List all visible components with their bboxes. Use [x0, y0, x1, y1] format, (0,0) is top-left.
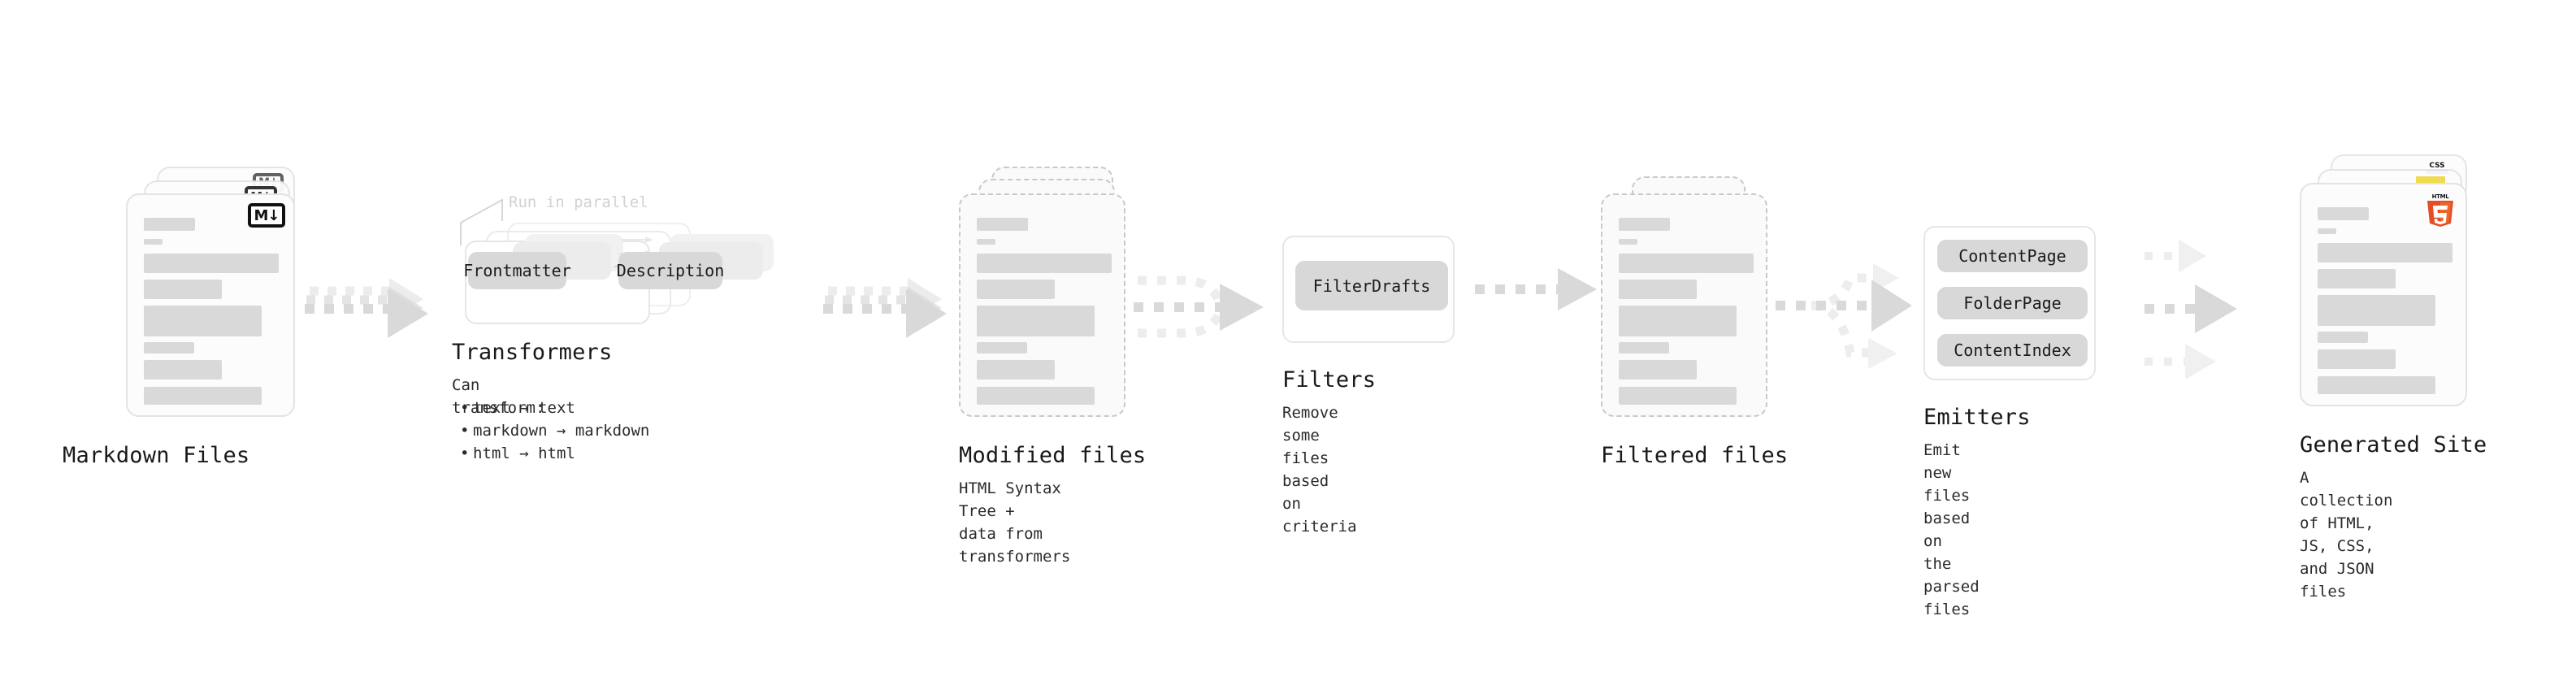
transformer-bullet: markdown → markdown [458, 419, 649, 442]
skeleton-bar [144, 254, 279, 273]
run-in-parallel-label: Run in parallel [509, 193, 648, 211]
skeleton-bar [977, 280, 1055, 299]
transformer-bullet: html → html [458, 442, 649, 465]
skeleton-bar [977, 342, 1027, 354]
stage-title-generated-site: Generated Site [2300, 432, 2487, 458]
transformer-bullet-list: text → text markdown → markdown html → h… [458, 397, 649, 465]
arrow-modified-to-filters [1134, 248, 1272, 378]
skeleton-bar [977, 254, 1112, 273]
run-in-parallel-bracket [460, 198, 503, 245]
pill-frontmatter[interactable]: Frontmatter [463, 252, 571, 289]
stage-desc-generated-site: A collection of HTML, JS, CSS, and JSON … [2300, 469, 2393, 601]
skeleton-bar [977, 239, 995, 245]
skeleton-bar [977, 306, 1095, 336]
pill-description[interactable]: Description [617, 252, 724, 289]
skeleton-bar [144, 239, 163, 245]
skeleton-bar [1619, 306, 1737, 336]
stage-title-emitters: Emitters [1923, 405, 2031, 430]
skeleton-bar [2318, 332, 2368, 343]
arrow-filtered-to-emitters [1776, 228, 1926, 386]
skeleton-bar [144, 387, 262, 405]
skeleton-bar [2318, 376, 2435, 394]
skeleton-bar [2318, 269, 2396, 288]
skeleton-bar [2318, 295, 2435, 326]
skeleton-bar [144, 280, 222, 299]
pill-contentpage[interactable]: ContentPage [1937, 240, 2088, 272]
pill-filterdrafts[interactable]: FilterDrafts [1295, 261, 1448, 310]
skeleton-bar [977, 360, 1055, 380]
arrow-markdown-to-transformers [305, 268, 435, 341]
arrow-transformers-to-modified [823, 268, 953, 341]
skeleton-bar [1619, 239, 1637, 245]
html5-icon: HTML [2425, 191, 2456, 227]
skeleton-bar [144, 306, 262, 336]
skeleton-bar [2318, 228, 2336, 234]
filtered-card-front [1601, 193, 1767, 417]
skeleton-bar [1619, 218, 1670, 231]
transformer-bullet: text → text [458, 397, 649, 419]
stage-title-filters: Filters [1282, 367, 1377, 393]
arrow-emitters-to-site [2141, 228, 2296, 386]
stage-desc-modified-files: HTML Syntax Tree + data from transformer… [959, 479, 1071, 566]
skeleton-bar [1619, 360, 1697, 380]
emitters-group: ContentPage FolderPage ContentIndex [1923, 226, 2096, 380]
pill-contentindex[interactable]: ContentIndex [1937, 334, 2088, 367]
skeleton-bar [2318, 207, 2369, 220]
stage-title-transformers: Transformers [452, 340, 613, 365]
stage-title-modified-files: Modified files [959, 443, 1147, 468]
svg-text:HTML: HTML [2432, 193, 2450, 200]
stage-desc-filters: Remove some files based on criteria [1282, 404, 1357, 536]
skeleton-bar [144, 342, 194, 354]
skeleton-bar [144, 218, 195, 231]
markdown-badge: M↓ [248, 203, 285, 228]
stage-title-markdown-files: Markdown Files [63, 443, 250, 468]
skeleton-bar [977, 387, 1095, 405]
pill-folderpage[interactable]: FolderPage [1937, 287, 2088, 319]
stage-desc-emitters: Emit new files based on the parsed files [1923, 441, 1980, 618]
markdown-card-front: M↓ [126, 193, 295, 417]
skeleton-bar [144, 360, 222, 380]
skeleton-bar [1619, 342, 1669, 354]
skeleton-bar [2318, 349, 2396, 369]
skeleton-bar [2318, 243, 2452, 262]
filters-group: FilterDrafts [1282, 236, 1455, 343]
skeleton-bar [977, 218, 1028, 231]
skeleton-bar [1619, 254, 1754, 273]
skeleton-bar [1619, 387, 1737, 405]
arrow-filters-to-filtered [1475, 268, 1605, 333]
skeleton-bar [1619, 280, 1697, 299]
stage-title-filtered-files: Filtered files [1601, 443, 1789, 468]
modified-card-front [959, 193, 1125, 417]
site-card-front: HTML [2300, 183, 2467, 406]
